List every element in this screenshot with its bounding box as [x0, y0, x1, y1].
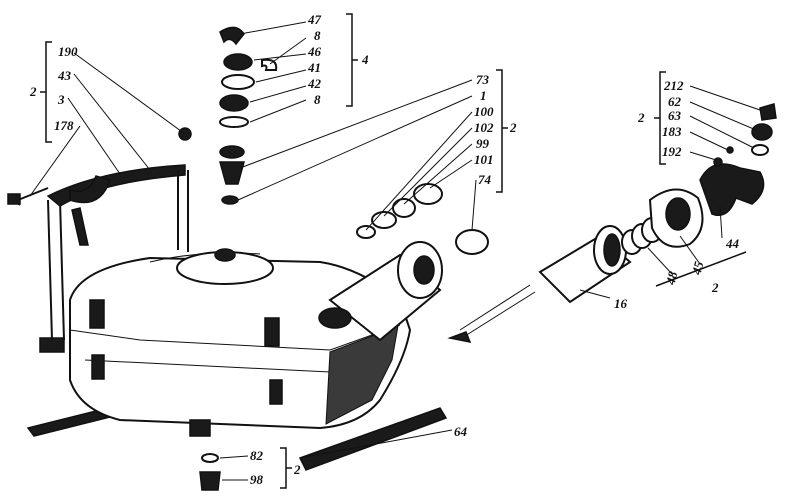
gauge-sender — [447, 225, 632, 344]
underline-sender — [655, 251, 747, 287]
flange-44 — [699, 163, 765, 216]
callout-41: 41 — [307, 60, 321, 75]
callout-3: 3 — [57, 92, 65, 107]
callout-190: 190 — [58, 44, 78, 59]
callout-46: 46 — [307, 44, 322, 59]
bolt-head-178 — [7, 193, 21, 205]
bolt-192 — [713, 157, 723, 167]
callout-98: 98 — [250, 472, 264, 487]
brace-group-drain — [280, 447, 292, 489]
leader-lines — [29, 21, 761, 481]
callout-42: 42 — [307, 76, 322, 91]
callout-63: 63 — [668, 108, 682, 123]
callout-group-2d: 2 — [711, 280, 719, 295]
callout-group-2c: 2 — [637, 110, 645, 125]
vent-assembly — [219, 26, 278, 205]
callout-16: 16 — [614, 296, 628, 311]
brace-group-vent — [346, 13, 358, 107]
ring-74 — [455, 229, 489, 255]
callout-74: 74 — [478, 172, 492, 187]
brace-group-left — [40, 41, 52, 143]
callout-192: 192 — [662, 144, 682, 159]
callout-43: 43 — [57, 68, 72, 83]
gasket-45-hole — [665, 197, 691, 231]
fuel-tank — [39, 248, 412, 437]
callout-45: 45 — [688, 259, 706, 277]
callout-183: 183 — [662, 124, 682, 139]
callout-73: 73 — [476, 72, 490, 87]
callout-99: 99 — [476, 136, 490, 151]
callout-64: 64 — [454, 424, 468, 439]
callout-212: 212 — [663, 78, 684, 93]
callout-102: 102 — [474, 120, 494, 135]
callouts: 190 43 3 178 2 47 8 46 41 42 8 4 73 1 10… — [29, 12, 740, 487]
callout-group-4: 4 — [361, 52, 369, 67]
mount-strip-right-64 — [298, 407, 448, 471]
callout-8a: 8 — [314, 28, 321, 43]
callout-48: 48 — [662, 269, 680, 287]
ring-100 — [356, 225, 376, 239]
callout-8b: 8 — [314, 92, 321, 107]
callout-44: 44 — [725, 236, 740, 251]
callout-1: 1 — [480, 88, 487, 103]
callout-62: 62 — [668, 94, 682, 109]
tank-strap — [46, 164, 189, 341]
callout-100: 100 — [474, 104, 494, 119]
plug-98 — [199, 471, 221, 491]
nut-62 — [751, 123, 773, 141]
clamp-212 — [759, 103, 777, 121]
callout-101: 101 — [474, 152, 494, 167]
ring-99 — [392, 198, 416, 218]
washer-82 — [201, 453, 219, 463]
callout-178: 178 — [54, 118, 74, 133]
callout-group-2a: 2 — [29, 84, 37, 99]
filler-neck — [318, 241, 443, 342]
ring-101 — [413, 183, 443, 205]
brace-group-flange — [654, 71, 666, 165]
callout-group-2b: 2 — [509, 120, 517, 135]
brace-group-filler — [496, 69, 508, 193]
callout-47: 47 — [307, 12, 322, 27]
washer-63 — [751, 144, 769, 156]
callout-82: 82 — [250, 448, 264, 463]
callout-group-2e: 2 — [293, 462, 301, 477]
